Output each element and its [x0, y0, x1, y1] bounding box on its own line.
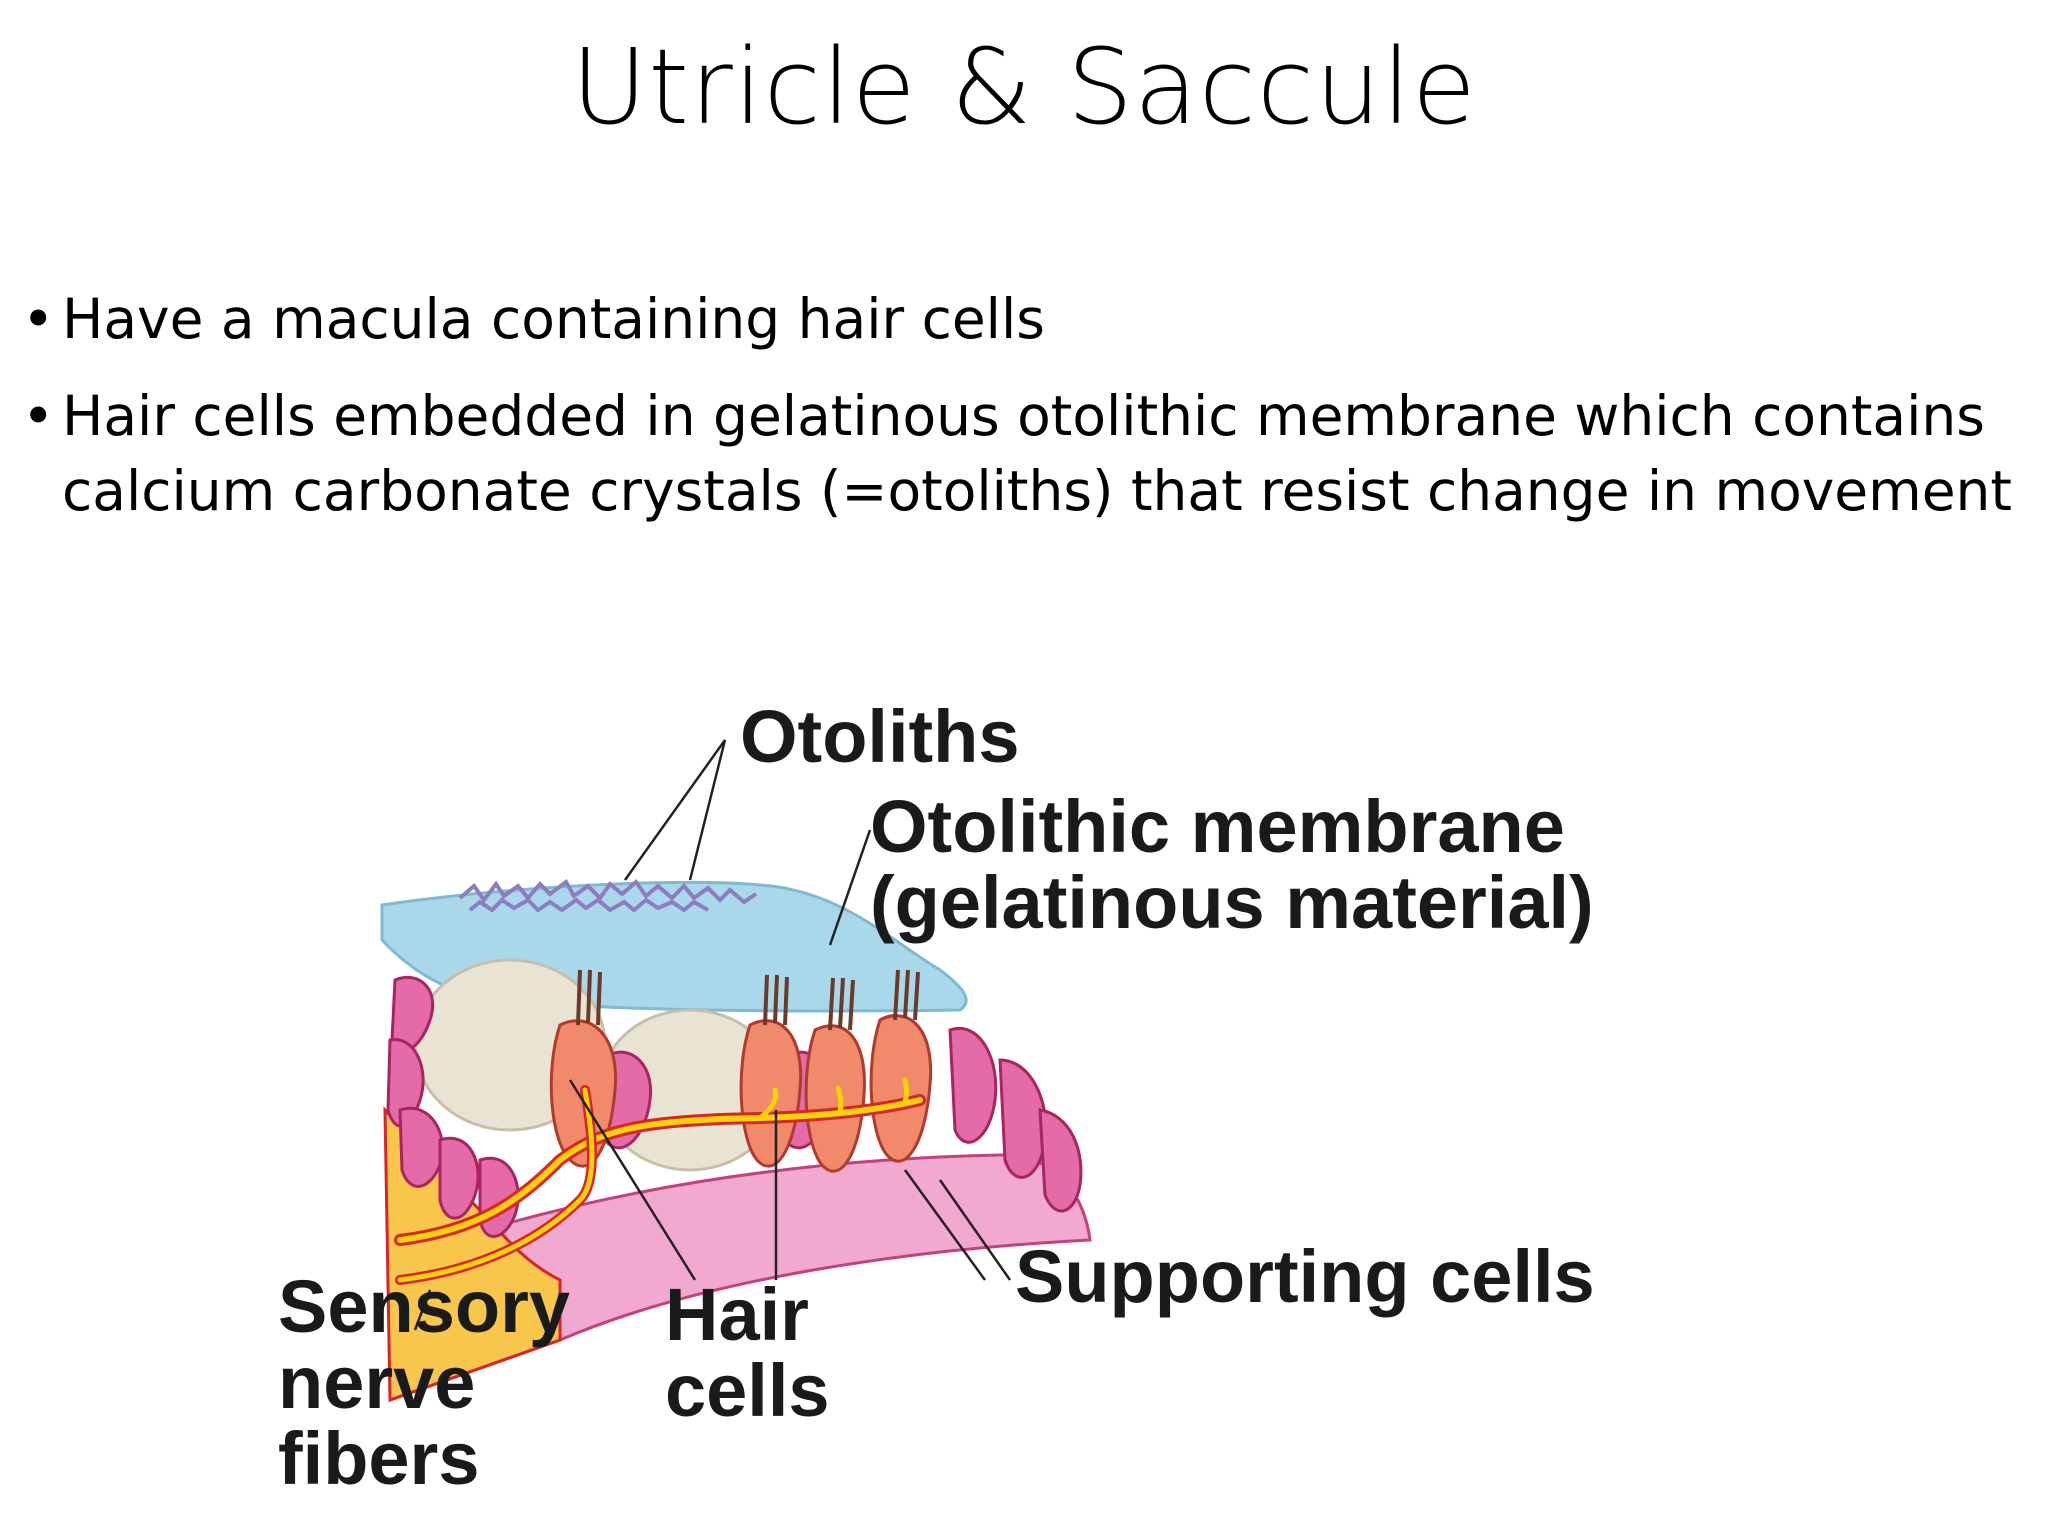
- bullet-text: Hair cells embedded in gelatinous otolit…: [62, 384, 2012, 523]
- otoliths-crystals: [458, 879, 758, 913]
- label-fibers: fibers: [278, 1417, 480, 1500]
- bullet-icon: •: [22, 287, 55, 351]
- label-supporting-cells: Supporting cells: [1015, 1235, 1595, 1318]
- label-hair: Hair: [665, 1273, 809, 1356]
- label-gelatinous-material: (gelatinous material): [870, 861, 1594, 944]
- stereocilia: [576, 969, 920, 1031]
- leader-lines: [413, 739, 1012, 1331]
- bullet-item: • Have a macula containing hair cells: [22, 282, 2032, 357]
- label-otoliths: Otoliths: [740, 695, 1020, 778]
- macula-diagram: Otoliths Otolithic membrane (gelatinous …: [0, 640, 2048, 1536]
- bullet-list: • Have a macula containing hair cells • …: [22, 282, 2032, 551]
- bullet-icon: •: [22, 384, 55, 448]
- label-sensory: Sensory: [278, 1265, 571, 1348]
- label-otolithic-membrane: Otolithic membrane: [870, 785, 1565, 868]
- label-nerve: nerve: [278, 1341, 476, 1424]
- bullet-item: • Hair cells embedded in gelatinous otol…: [22, 379, 2032, 529]
- macula-illustration: [380, 739, 1092, 1403]
- bullet-text: Have a macula containing hair cells: [62, 287, 1045, 351]
- slide-title: Utricle & Saccule: [571, 26, 1477, 148]
- label-cells: cells: [665, 1349, 830, 1432]
- nerve-fibers: [394, 1077, 926, 1285]
